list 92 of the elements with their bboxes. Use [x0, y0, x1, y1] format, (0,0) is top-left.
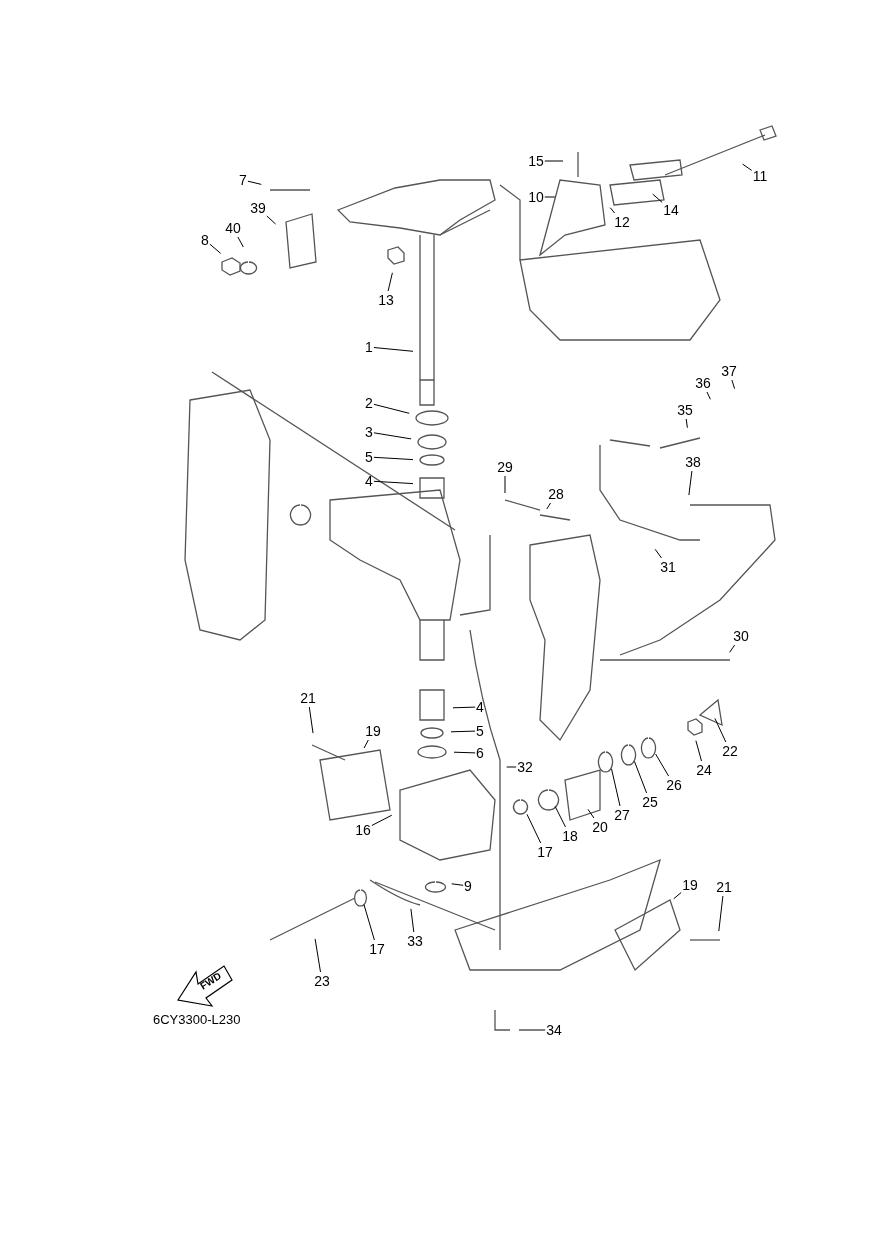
callout-number: 1: [365, 339, 373, 355]
leader-line: [652, 193, 663, 203]
leader-line: [363, 904, 375, 941]
leader-line: [209, 243, 222, 254]
callout-number: 6: [476, 745, 484, 761]
leader-line: [314, 938, 321, 973]
callout-number: 38: [685, 454, 701, 470]
leader-line: [546, 502, 551, 510]
callout-number: 25: [642, 794, 658, 810]
leader-line: [373, 480, 414, 485]
callout-number: 30: [733, 628, 749, 644]
callout-number: 35: [677, 402, 693, 418]
callout-number: 11: [752, 168, 768, 184]
leader-line: [237, 236, 244, 248]
leader-line: [729, 644, 736, 653]
callout-number: 21: [300, 690, 316, 706]
callout-number: 17: [369, 941, 385, 957]
callout-number: 12: [614, 214, 630, 230]
callout-number: 8: [201, 232, 209, 248]
leader-line: [742, 163, 753, 171]
callout-number: 27: [614, 807, 630, 823]
callout-number: 33: [407, 933, 423, 949]
leader-line: [373, 347, 414, 352]
leader-line: [688, 470, 693, 496]
leader-line: [451, 883, 464, 886]
leader-line: [518, 1029, 546, 1031]
callout-number: 13: [378, 292, 394, 308]
leader-line: [371, 814, 393, 826]
callout-number: 16: [355, 822, 371, 838]
leader-line: [506, 766, 517, 768]
leader-line: [634, 761, 648, 794]
callout-number: 26: [666, 777, 682, 793]
callout-number: 36: [695, 375, 711, 391]
leader-line: [373, 403, 410, 414]
callout-number: 17: [537, 844, 553, 860]
callout-number: 20: [592, 819, 608, 835]
leader-line: [247, 180, 262, 185]
leader-line: [609, 207, 616, 214]
callout-number: 2: [365, 395, 373, 411]
leader-line: [452, 706, 476, 709]
leader-line: [373, 456, 414, 461]
leader-line: [685, 418, 688, 429]
callout-number: 5: [365, 449, 373, 465]
callout-number: 4: [476, 699, 484, 715]
leader-line: [410, 908, 415, 933]
leader-line: [673, 892, 682, 900]
callout-number: 10: [528, 189, 544, 205]
callout-number: 37: [721, 363, 737, 379]
callout-number: 28: [548, 486, 564, 502]
leader-line: [504, 475, 506, 494]
callout-number: 19: [682, 877, 698, 893]
callout-number: 4: [365, 473, 373, 489]
leader-line: [695, 740, 702, 762]
callout-number: 39: [250, 200, 266, 216]
callout-number: 7: [239, 172, 247, 188]
callout-number: 32: [517, 759, 533, 775]
callout-number: 34: [546, 1022, 562, 1038]
callout-number: 5: [476, 723, 484, 739]
direction-arrow: FWD: [177, 965, 233, 1007]
leader-line: [526, 813, 542, 844]
leader-line: [387, 272, 393, 292]
leader-line: [655, 753, 670, 777]
leader-line: [450, 730, 476, 733]
callout-number: 22: [722, 743, 738, 759]
leader-line: [654, 548, 662, 559]
leader-line: [373, 432, 412, 440]
callout-number: 19: [365, 723, 381, 739]
callout-number: 3: [365, 424, 373, 440]
leader-line: [718, 895, 724, 932]
callout-number: 9: [464, 878, 472, 894]
leader-line: [308, 706, 314, 734]
callout-number: 21: [716, 879, 732, 895]
callout-number: 14: [663, 202, 679, 218]
leader-line: [706, 391, 711, 400]
drawing-code: 6CY3300-L230: [153, 1012, 241, 1027]
leader-line: [453, 751, 476, 754]
callout-number: 31: [660, 559, 676, 575]
leader-line: [731, 379, 736, 390]
leader-line: [544, 196, 556, 198]
leader-line: [266, 215, 277, 225]
leader-line: [587, 808, 595, 819]
leader-line: [544, 160, 564, 162]
callout-number: 40: [225, 220, 241, 236]
leader-line: [363, 739, 369, 749]
callout-number: 15: [528, 153, 544, 169]
leader-line: [554, 805, 566, 828]
callout-number: 18: [562, 828, 578, 844]
callout-number: 24: [696, 762, 712, 778]
callout-number: 29: [497, 459, 513, 475]
leader-line: [611, 768, 621, 807]
leader-line: [714, 717, 727, 743]
callout-number: 23: [314, 973, 330, 989]
